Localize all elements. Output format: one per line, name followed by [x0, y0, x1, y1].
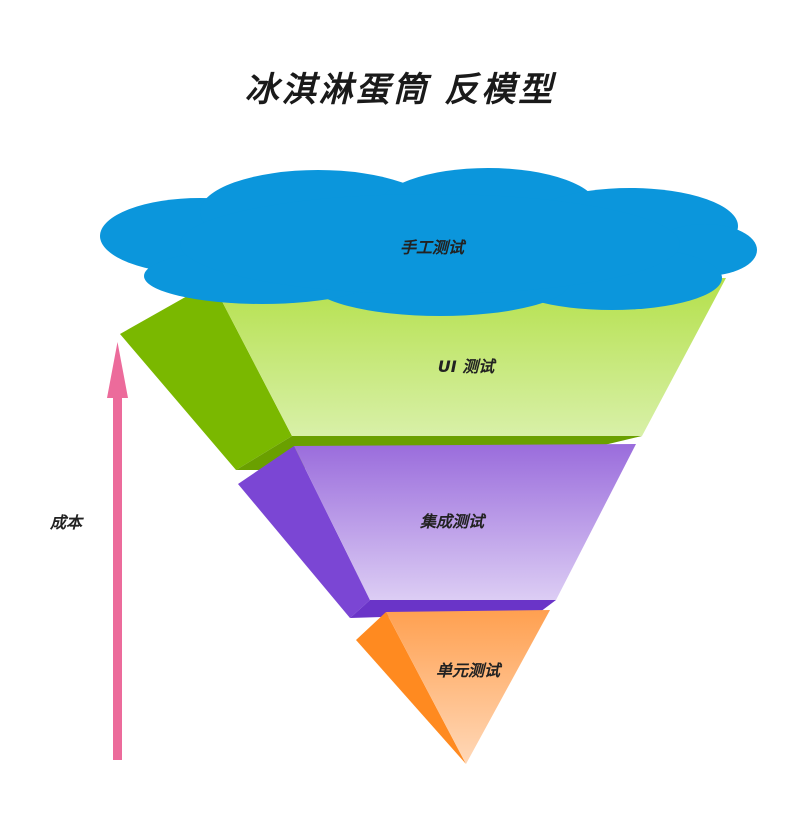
layer-unit: 单元测试: [356, 610, 550, 764]
layer-integration: 集成测试: [238, 444, 636, 618]
cloud-manual-testing: [100, 168, 757, 316]
cost-arrow: [107, 342, 128, 760]
diagram-title: 冰淇淋蛋筒 反模型: [244, 70, 556, 110]
layer-integration-front-face: [294, 444, 636, 600]
layer-ui-label: UI 测试: [438, 357, 498, 376]
layer-integration-label: 集成测试: [419, 512, 487, 531]
layer-unit-label: 单元测试: [436, 661, 503, 680]
layer-unit-front-face: [386, 610, 550, 764]
layer-unit-side-face: [356, 612, 466, 764]
cost-axis-label: 成本: [49, 513, 84, 532]
cost-arrow-head: [107, 342, 128, 398]
layer-ui-side-face: [120, 282, 292, 470]
layer-ui-front-face: [212, 278, 726, 436]
cost-arrow-shaft: [113, 392, 122, 760]
layer-integration-side-face: [238, 446, 370, 618]
cloud-label: 手工测试: [400, 238, 467, 257]
